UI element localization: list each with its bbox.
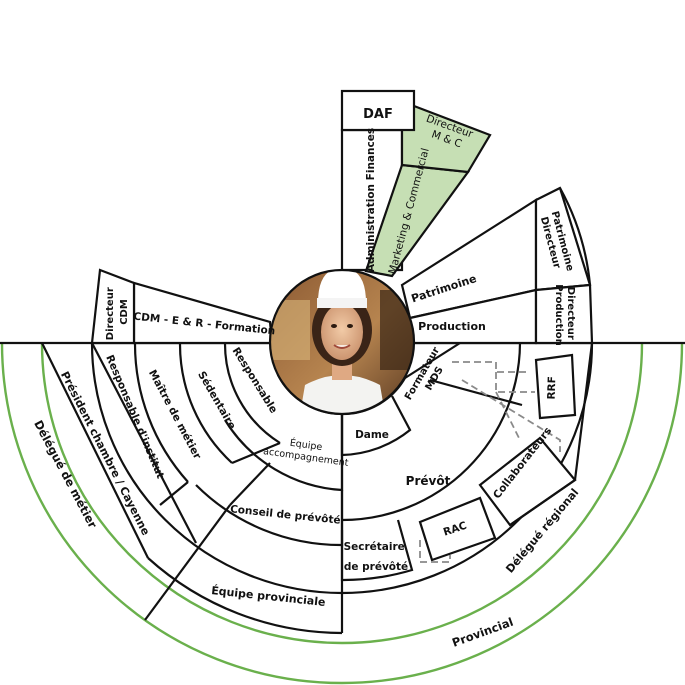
ring-prevot-outer	[341, 342, 522, 522]
divider-provinciale	[144, 504, 231, 621]
label-directeur-production: Directeur Production	[553, 284, 576, 346]
segment-daf	[340, 89, 416, 132]
segment-rac	[418, 496, 497, 562]
label-administration-finances: Administration Finances	[365, 128, 377, 272]
divider-prevot-1	[429, 378, 523, 407]
label-president-chambre: Président chambre / Cayenne	[58, 369, 152, 537]
segment-secretaire	[340, 519, 414, 582]
ring-290-left	[147, 557, 343, 635]
wedge-sedentaire	[178, 342, 233, 464]
wedge-responsable	[223, 342, 281, 444]
label-daf: DAF	[363, 107, 393, 122]
divider-institut	[91, 342, 197, 544]
label-prevot: Prévôt	[406, 474, 451, 488]
divider-maitre	[159, 481, 189, 506]
wedge-maitre	[133, 342, 189, 483]
middle-green-ring	[40, 342, 644, 645]
label-conseil-prevote: Conseil de prévôté	[230, 503, 342, 527]
segment-rrf	[534, 353, 577, 420]
divider-responsable	[231, 441, 281, 465]
dashed-reporting-line	[419, 361, 561, 563]
ring-conseil	[195, 484, 344, 547]
divider-top-right	[558, 187, 592, 286]
label-secretaire-prevote: Secrétaire de prévôté	[344, 541, 409, 573]
divider-conseil	[229, 462, 271, 506]
label-dame: Dame	[355, 429, 389, 441]
segment-directeur-cdm	[90, 268, 136, 345]
divider-formateur	[404, 342, 461, 379]
divider-president	[41, 342, 149, 559]
segment-dame	[340, 395, 412, 457]
outer-green-ring	[0, 342, 684, 685]
divider-right-lower	[573, 342, 594, 481]
label-sedentaire: Sédentaire	[195, 369, 238, 431]
center-photo-border	[268, 268, 416, 416]
divider-bottom-right	[509, 479, 576, 526]
label-rrf: RRF	[546, 376, 559, 400]
label-directeur-cdm: Directeur CDM	[105, 284, 130, 340]
label-production: Production	[418, 320, 486, 333]
label-equipe-provinciale: Équipe provinciale	[211, 584, 326, 609]
center-photo	[270, 270, 414, 414]
label-equipe-accompagnement: Équipe accompagnement	[262, 433, 351, 469]
